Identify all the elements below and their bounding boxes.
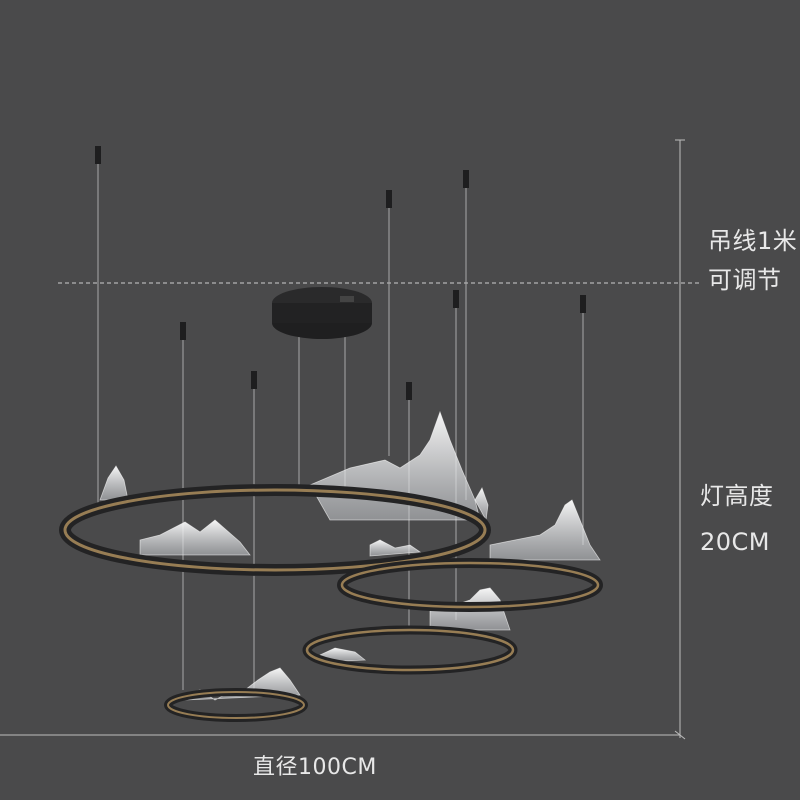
ring-smallest [164, 688, 308, 722]
suspension-wires [97, 164, 584, 694]
ring-small [302, 625, 518, 675]
acrylic-mountains [99, 410, 601, 701]
ring-medium [337, 558, 603, 612]
ring-large [59, 484, 491, 576]
lamp-height-value: 20CM [700, 528, 771, 556]
cable-length-label: 吊线1米 [708, 227, 798, 255]
cable-adjustable-label: 可调节 [708, 266, 782, 294]
ceiling-hooks [95, 146, 586, 400]
diameter-label: 直径100CM [253, 755, 377, 780]
dimension-lines [0, 139, 700, 740]
lamp-height-label: 灯高度 [700, 482, 774, 510]
ceiling-canopy [272, 287, 372, 339]
